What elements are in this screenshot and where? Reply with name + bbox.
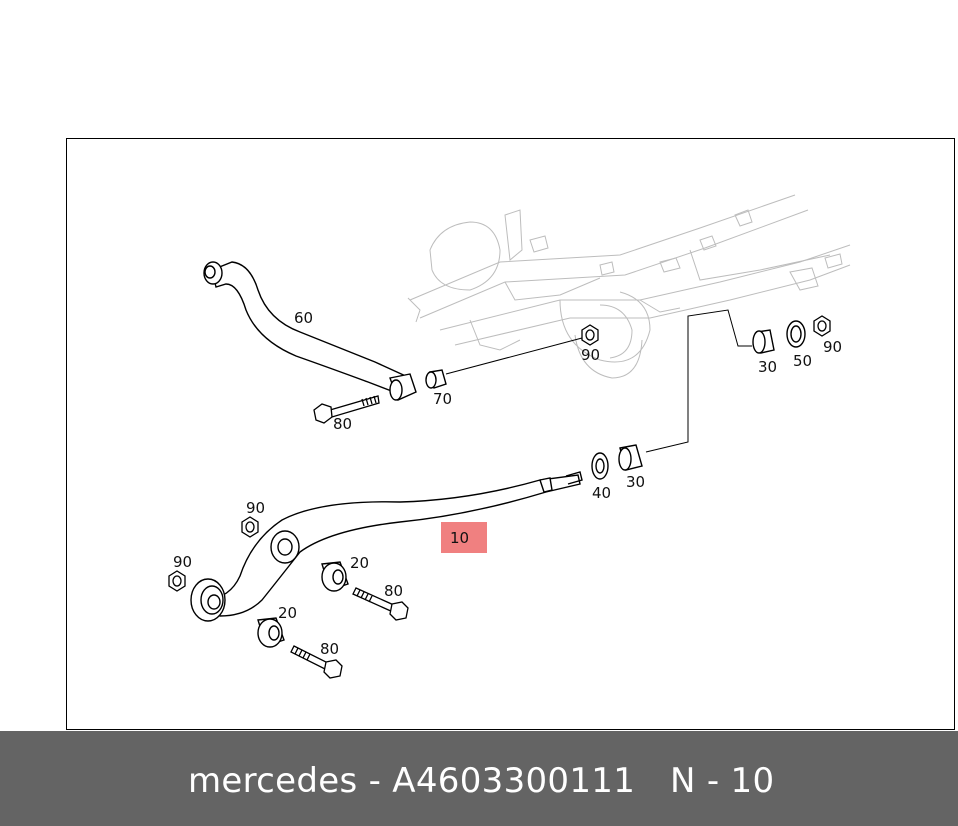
part-30-bushing-arm [618,444,643,471]
part-70-bushing [425,369,447,389]
part-90-nut-right [813,315,831,337]
chassis-frame-background [407,194,851,379]
callout-80-lower-1: 80 [384,582,403,600]
callout-90-lower-1: 90 [246,499,265,517]
parts-diagram: 60 70 80 90 30 50 90 40 30 90 90 20 80 2… [168,194,851,679]
callout-labels: 60 70 80 90 30 50 90 40 30 90 90 20 80 2… [173,309,842,658]
part-30-bushing-right [752,329,775,354]
part-10-highlight [441,522,487,553]
callout-10: 10 [450,529,469,547]
callout-80-upper: 80 [333,415,352,433]
part-90-nut-lower-2 [168,570,186,592]
footer-part-number: mercedes - A4603300111 [188,761,636,801]
callout-80-lower-2: 80 [320,640,339,658]
callout-30-arm: 30 [626,473,645,491]
part-60-upper-link [203,261,417,401]
part-90-nut-lower-1 [241,516,259,538]
part-10-control-arm [190,471,583,622]
part-90-nut-upper [581,324,599,346]
callout-70: 70 [433,390,452,408]
callout-50: 50 [793,352,812,370]
callout-30-right: 30 [758,358,777,376]
callout-90-lower-2: 90 [173,553,192,571]
callout-20-upper: 20 [350,554,369,572]
callout-20-lower: 20 [278,604,297,622]
part-50-washer [786,320,806,348]
part-80-bolt-lower-1 [352,587,409,621]
diagram-frame [66,138,955,730]
part-80-bolt-lower-2 [290,645,343,679]
part-20-bushing-upper [321,561,349,592]
footer-bar: mercedes - A4603300111 N - 10 [0,731,958,826]
callout-90-upper: 90 [581,346,600,364]
callout-60: 60 [294,309,313,327]
part-20-bushing-lower [257,617,285,648]
leader-lines [445,309,752,453]
footer-ref-number: N - 10 [670,761,775,801]
callout-90-right: 90 [823,338,842,356]
part-40-washer [591,452,609,480]
part-80-bolt-upper [313,395,380,424]
callout-40: 40 [592,484,611,502]
